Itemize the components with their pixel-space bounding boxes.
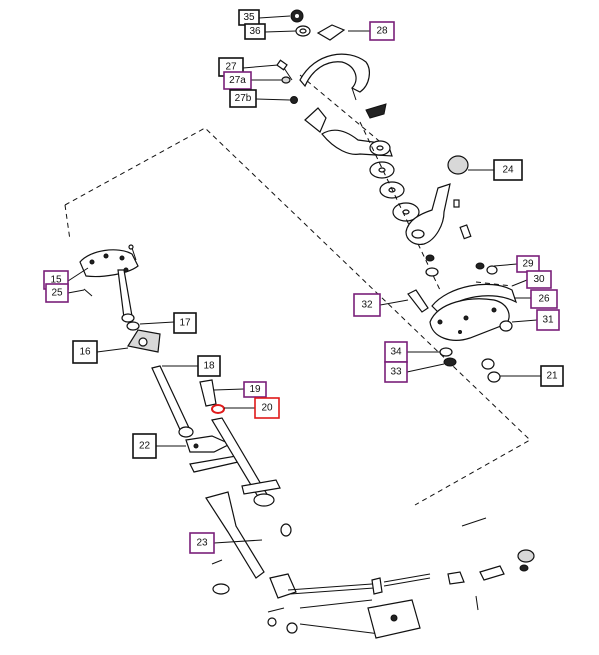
callout-18[interactable]: 18 (197, 355, 221, 377)
link-22 (185, 435, 239, 473)
svg-text:27a: 27a (229, 75, 246, 86)
lever-24 (405, 183, 451, 245)
shaft-18 (151, 365, 194, 438)
callout-22[interactable]: 22 (132, 433, 157, 459)
washers-21 (481, 358, 501, 383)
knob-upper (304, 107, 327, 133)
callout-30[interactable]: 30 (526, 270, 552, 289)
base-plate (429, 298, 510, 341)
nut-27b (290, 96, 298, 104)
bolt-32 (407, 289, 429, 313)
callout-25[interactable]: 25 (45, 283, 69, 303)
callout-17[interactable]: 17 (173, 312, 197, 334)
callout-32[interactable]: 32 (353, 293, 381, 317)
svg-text:34: 34 (390, 347, 402, 358)
small-nut-mid (425, 254, 439, 277)
svg-text:36: 36 (249, 26, 261, 37)
small-pin-left (211, 559, 230, 595)
callout-19[interactable]: 19 (243, 381, 267, 398)
svg-text:27: 27 (225, 62, 237, 73)
leader-lines (67, 15, 541, 544)
linkage-rods (267, 517, 535, 639)
svg-text:24: 24 (502, 165, 514, 176)
spring-29 (475, 262, 498, 275)
nut-33 (443, 357, 457, 367)
top-nut-35 (290, 9, 304, 23)
callout-35[interactable]: 35 (238, 9, 260, 26)
oring-20 (211, 404, 225, 414)
svg-text:23: 23 (196, 538, 208, 549)
bolt-27 (276, 59, 293, 81)
knob-24 (447, 155, 469, 175)
callout-20[interactable]: 20 (254, 397, 280, 419)
callout-36[interactable]: 36 (244, 23, 266, 40)
bracket-arc-26-upper (299, 53, 370, 101)
svg-text:31: 31 (542, 315, 554, 326)
callout-26[interactable]: 26 (530, 289, 558, 309)
bushing-34 (439, 347, 453, 357)
pin-25 (83, 288, 93, 297)
callout-28[interactable]: 28 (369, 21, 395, 41)
spacer-27a (281, 76, 291, 84)
callout-24[interactable]: 24 (493, 159, 523, 181)
svg-text:15: 15 (50, 275, 62, 286)
small-screw-upper (453, 199, 472, 240)
callout-27a[interactable]: 27a (223, 71, 252, 90)
svg-text:18: 18 (203, 361, 215, 372)
callout-29[interactable]: 29 (516, 255, 540, 273)
tab-upper (365, 103, 387, 119)
svg-text:20: 20 (261, 403, 273, 414)
svg-text:29: 29 (522, 259, 534, 270)
svg-text:26: 26 (538, 294, 550, 305)
svg-text:28: 28 (376, 26, 388, 37)
bushing-31 (499, 320, 513, 332)
callout-23[interactable]: 23 (189, 532, 215, 554)
callout-21[interactable]: 21 (540, 365, 564, 387)
plug-19 (199, 379, 217, 407)
callout-16[interactable]: 16 (72, 340, 98, 364)
washer-36 (295, 25, 311, 37)
callout-34[interactable]: 34 (384, 341, 408, 363)
callout-27b[interactable]: 27b (229, 89, 257, 108)
svg-text:16: 16 (79, 347, 91, 358)
svg-text:32: 32 (361, 300, 373, 311)
shaft-23 (205, 417, 292, 579)
svg-text:21: 21 (546, 371, 558, 382)
svg-text:35: 35 (243, 12, 255, 23)
svg-text:17: 17 (179, 318, 191, 329)
gasket-16 (127, 329, 161, 353)
svg-text:19: 19 (249, 384, 261, 395)
clip-28 (316, 24, 346, 41)
washer-stack (369, 140, 420, 222)
subassembly-dashed-outline (64, 74, 531, 506)
svg-text:33: 33 (390, 367, 402, 378)
svg-text:30: 30 (533, 274, 545, 285)
flange-housing (79, 249, 139, 323)
callout-33[interactable]: 33 (384, 361, 408, 383)
callout-31[interactable]: 31 (536, 309, 560, 331)
svg-text:27b: 27b (235, 93, 252, 104)
oring-17 (126, 321, 140, 331)
svg-text:22: 22 (139, 441, 151, 452)
screw-15 (128, 244, 137, 261)
svg-text:25: 25 (51, 288, 63, 299)
